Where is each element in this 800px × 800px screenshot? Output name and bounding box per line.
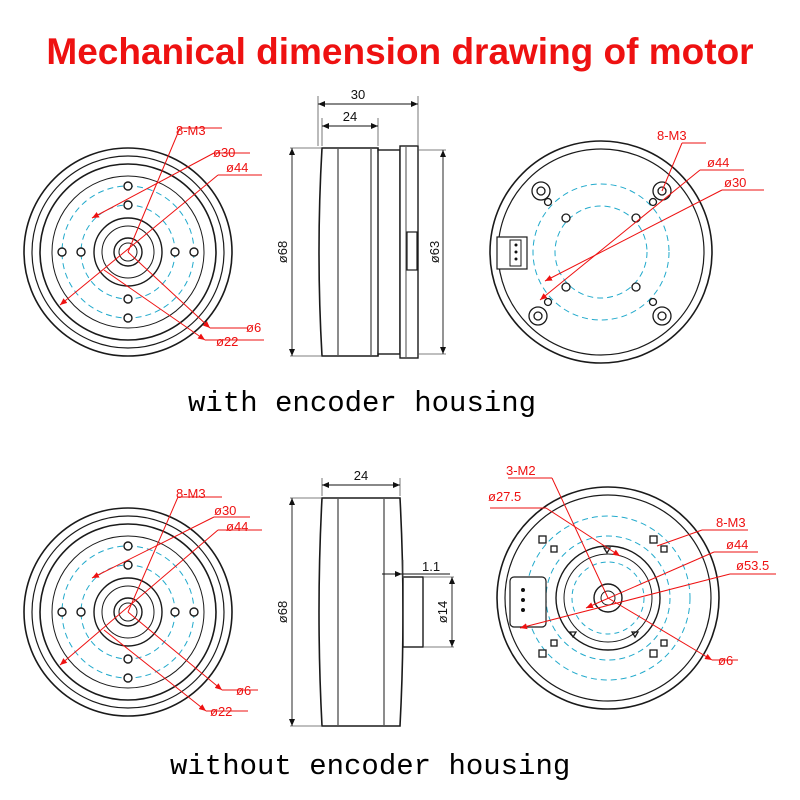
dim-side2-boss-diameter: ø14 [435, 601, 450, 623]
dim-front1-shaft: ø6 [246, 320, 261, 335]
dim-front1-pcd-inner: ø30 [213, 145, 235, 160]
dim-side1-total-length: 30 [351, 87, 365, 102]
dim-front2-holes: 8-M3 [176, 486, 206, 501]
rear-view-bottom [490, 477, 776, 710]
dim-rear1-pcd-inner: ø30 [724, 175, 746, 190]
dim-front1-pcd-outer: ø44 [226, 160, 248, 175]
dim-rear1-holes: 8-M3 [657, 128, 687, 143]
page-title: Mechanical dimension drawing of motor [46, 31, 754, 72]
dim-front2-shaft: ø6 [236, 683, 251, 698]
dim-side2-boss-thickness: 1.1 [422, 559, 440, 574]
dim-side2-body-length: 24 [354, 468, 368, 483]
caption-without-encoder: without encoder housing [170, 750, 571, 783]
caption-with-encoder: with encoder housing [188, 387, 537, 420]
front-view-top [23, 127, 264, 357]
side-view-bottom [289, 478, 455, 727]
front-view-bottom [23, 496, 262, 717]
dim-rear2-pcd-outer: ø44 [726, 537, 748, 552]
dim-front2-pcd-outer: ø44 [226, 519, 248, 534]
dim-front1-holes: 8-M3 [176, 123, 206, 138]
dim-rear2-small-holes: 3-M2 [506, 463, 536, 478]
dim-side2-outer-diameter: ø68 [275, 601, 290, 623]
dim-rear2-small-pcd: ø27.5 [488, 489, 521, 504]
dim-rear2-recess: ø53.5 [736, 558, 769, 573]
rear-view-top [489, 140, 764, 364]
dim-front1-hub: ø22 [216, 334, 238, 349]
dim-side1-housing-diameter: ø63 [427, 241, 442, 263]
dim-front2-hub: ø22 [210, 704, 232, 719]
side-view-top [289, 96, 446, 359]
dim-rear2-holes: 8-M3 [716, 515, 746, 530]
dim-rear2-shaft: ø6 [718, 653, 733, 668]
dim-rear1-pcd-outer: ø44 [707, 155, 729, 170]
dim-front2-pcd-inner: ø30 [214, 503, 236, 518]
dim-side1-body-length: 24 [343, 109, 357, 124]
dim-side1-outer-diameter: ø68 [275, 241, 290, 263]
